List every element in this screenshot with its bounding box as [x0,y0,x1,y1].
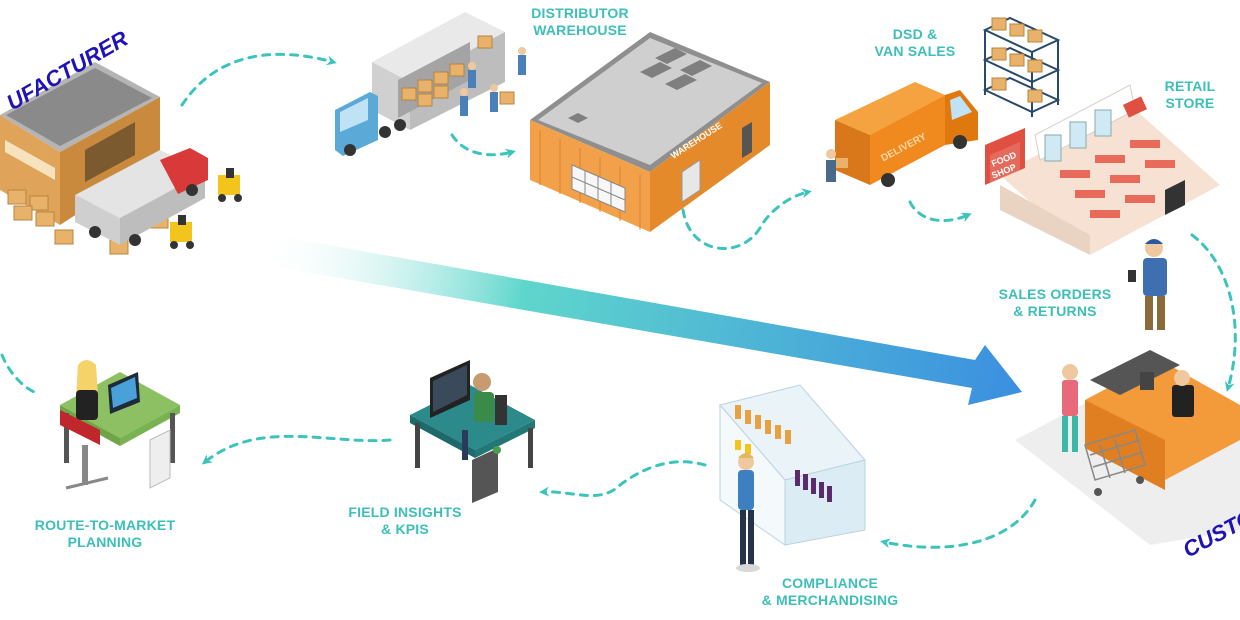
arrow-retail-to-customer [1190,233,1237,392]
route-to-market-label: ROUTE-TO-MARKET PLANNING [25,517,185,551]
dashed-flow-arrows [0,52,1237,549]
field-insights-label: FIELD INSIGHTS & KPIS [335,504,475,538]
dsd-van-sales-label: DSD & VAN SALES [860,26,970,60]
dsd-label-line1: DSD & [892,26,938,42]
compliance-line2: & MERCHANDISING [761,592,899,608]
sales-rep-illustration [1128,239,1167,330]
field-insights-line2: & KPIS [381,521,429,537]
retail-label-line1: RETAIL [1164,78,1216,94]
arrow-into-planning [0,353,36,394]
distributor-warehouse-label: DISTRIBUTOR WAREHOUSE [520,5,640,39]
warehouse-illustration: WAREHOUSE [530,32,770,232]
route-planning-desk-illustration [60,360,180,490]
sales-orders-line1: SALES ORDERS [998,286,1112,302]
retail-store-illustration: FOOD SHOP [985,84,1220,255]
arrow-customer-to-compliance [880,498,1037,549]
route-to-market-line2: PLANNING [67,534,143,550]
field-insights-line1: FIELD INSIGHTS [348,504,462,520]
arrow-manufacturer-to-distributor [180,52,337,107]
arrow-field-to-planning [201,434,392,465]
arrow-warehouse-to-van [681,188,812,251]
main-flow-arrow [248,232,1022,405]
compliance-label: COMPLIANCE & MERCHANDISING [750,575,910,609]
retail-store-label: RETAIL STORE [1150,78,1230,112]
compliance-shelf-illustration [719,384,866,572]
field-insights-desk-illustration [410,360,535,503]
distributor-label-line1: DISTRIBUTOR [531,5,629,21]
manufacturer-illustration [0,62,242,255]
customer-checkout-illustration [1015,350,1240,545]
dsd-label-line2: VAN SALES [874,43,956,59]
compliance-line1: COMPLIANCE [781,575,879,591]
sales-orders-line2: & RETURNS [1013,303,1097,319]
arrow-truck-to-warehouse [450,133,516,159]
retail-label-line2: STORE [1165,95,1215,111]
route-to-market-line1: ROUTE-TO-MARKET [34,517,176,533]
arrow-compliance-to-field [539,460,707,498]
distributor-label-line2: WAREHOUSE [533,22,627,38]
sales-orders-label: SALES ORDERS & RETURNS [995,286,1115,320]
arrow-van-to-retail [908,200,972,223]
distributor-truck-illustration [335,12,526,156]
